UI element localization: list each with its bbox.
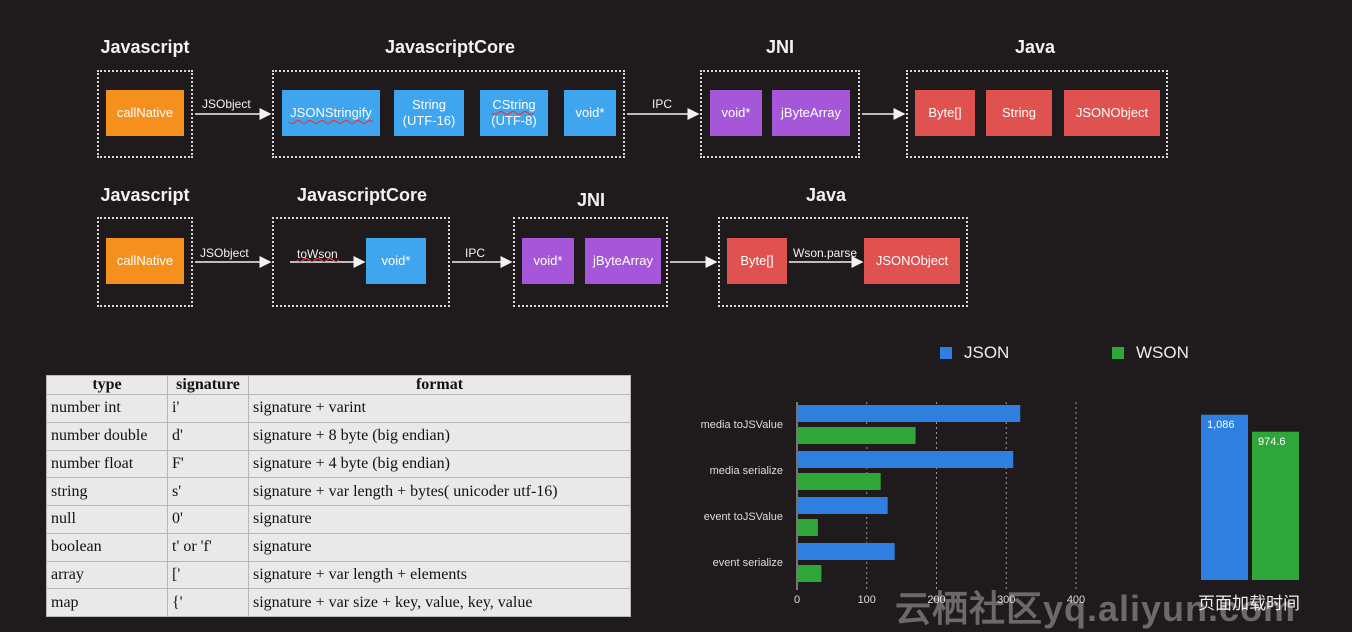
flow2-label-wsonparse: Wson.parse bbox=[793, 246, 858, 260]
table-cell-signature: {' bbox=[167, 588, 249, 617]
flow1-box-cstring-utf8: CString (UTF-8) bbox=[480, 90, 548, 136]
x-tick-label: 300 bbox=[997, 594, 1016, 606]
page-load-bar-json bbox=[1201, 414, 1248, 580]
page-load-bar-value: 1,086 bbox=[1207, 418, 1235, 431]
flow1-label-jsobject: JSObject bbox=[202, 97, 251, 111]
flow1-box-jni-voidptr: void* bbox=[710, 90, 762, 136]
flow2-underline-towson bbox=[296, 257, 340, 263]
flow1-box-string-utf16: String (UTF-16) bbox=[394, 90, 464, 136]
flow2-label-jsobject: JSObject bbox=[200, 246, 249, 260]
flow1-box-bytearray: Byte[] bbox=[915, 90, 975, 136]
flow1-box-jsonstringify: JSONStringify bbox=[282, 90, 380, 136]
table-row: array['signature + var length + elements bbox=[46, 560, 631, 590]
flow1-box-string: String bbox=[986, 90, 1052, 136]
flow1-box-jbytearray: jByteArray bbox=[772, 90, 850, 136]
table-cell-format: signature + 4 byte (big endian) bbox=[248, 449, 631, 479]
table-cell-type: number double bbox=[46, 421, 168, 451]
table-cell-format: signature + var length + elements bbox=[248, 560, 631, 590]
flow2-box-jbytearray: jByteArray bbox=[585, 238, 661, 284]
bar-wson bbox=[797, 473, 881, 490]
table-cell-format: signature bbox=[248, 532, 631, 562]
flow2-box-jsonobject: JSONObject bbox=[864, 238, 960, 284]
page-load-category-label: 页面加载时间 bbox=[1198, 594, 1300, 613]
category-label: event serialize bbox=[712, 557, 783, 569]
table-cell-signature: t' or 'f' bbox=[167, 532, 249, 562]
table-header-format: format bbox=[248, 375, 631, 395]
flow1-label-ipc: IPC bbox=[652, 97, 673, 111]
flow2-group-javascriptcore bbox=[272, 217, 450, 307]
flow1-box-callnative: callNative bbox=[106, 90, 184, 136]
page-load-bar-wson bbox=[1252, 431, 1299, 580]
table-cell-type: map bbox=[46, 588, 168, 617]
table-header-type: type bbox=[46, 375, 168, 395]
flow1-title-javascript: Javascript bbox=[100, 37, 190, 57]
flow1-box-voidptr: void* bbox=[564, 90, 616, 136]
category-label: event toJSValue bbox=[703, 511, 783, 523]
watermark: 云栖社区yq.aliyun.com bbox=[895, 588, 1297, 629]
table-cell-format: signature + var size + key, value, key, … bbox=[248, 588, 631, 617]
table-cell-type: boolean bbox=[46, 532, 168, 562]
legend-wson-swatch bbox=[1112, 347, 1124, 359]
flow1-group-jni bbox=[700, 70, 860, 158]
table-cell-signature: i' bbox=[167, 394, 249, 423]
bar-wson bbox=[797, 519, 818, 536]
legend-wson-label: WSON bbox=[1136, 343, 1189, 362]
bar-json bbox=[797, 405, 1021, 422]
bar-wson bbox=[797, 427, 916, 444]
table-header-row: type signature format bbox=[46, 375, 631, 395]
legend-json-label: JSON bbox=[964, 343, 1010, 362]
flow2-title-javascriptcore: JavascriptCore bbox=[296, 185, 428, 205]
flow2-group-javascript bbox=[97, 217, 193, 307]
flow2-group-java bbox=[718, 217, 968, 307]
flow2-title-javascript: Javascript bbox=[100, 185, 190, 205]
category-label: media toJSValue bbox=[700, 419, 783, 431]
flow1-group-javascriptcore bbox=[272, 70, 625, 158]
flow1-box-jsonobject: JSONObject bbox=[1064, 90, 1160, 136]
table-header-signature: signature bbox=[167, 375, 249, 395]
flow1-title-javascriptcore: JavascriptCore bbox=[384, 37, 516, 57]
flow2-group-jni bbox=[513, 217, 668, 307]
table-row: map{'signature + var size + key, value, … bbox=[46, 588, 631, 617]
legend-json-swatch bbox=[940, 347, 952, 359]
flow2-title-jni: JNI bbox=[576, 190, 605, 210]
flow1-underline-jsonstringify bbox=[288, 119, 374, 125]
table-cell-type: array bbox=[46, 560, 168, 590]
legend-json: JSON bbox=[940, 343, 1009, 363]
category-label: media serialize bbox=[709, 465, 783, 477]
flow1-group-javascript bbox=[97, 70, 193, 158]
x-tick-label: 0 bbox=[793, 594, 801, 606]
flow2-title-java: Java bbox=[805, 185, 847, 205]
flow2-box-bytearray: Byte[] bbox=[727, 238, 787, 284]
flow2-box-voidptr: void* bbox=[366, 238, 426, 284]
table-cell-format: signature + var length + bytes( unicoder… bbox=[248, 477, 631, 506]
page-load-bar-value: 974.6 bbox=[1258, 435, 1286, 448]
flow1-title-java: Java bbox=[1014, 37, 1056, 57]
flow1-title-jni: JNI bbox=[765, 37, 794, 57]
x-tick-label: 100 bbox=[857, 594, 876, 606]
bar-json bbox=[797, 497, 888, 514]
legend-wson: WSON bbox=[1112, 343, 1189, 363]
bar-json bbox=[797, 451, 1014, 468]
flow1-underline-cstring bbox=[491, 110, 535, 116]
bar-wson bbox=[797, 565, 822, 582]
flow1-group-java bbox=[906, 70, 1168, 158]
flow2-box-jni-voidptr: void* bbox=[522, 238, 574, 284]
flow2-box-callnative: callNative bbox=[106, 238, 184, 284]
flow2-label-ipc: IPC bbox=[465, 246, 486, 260]
x-tick-label: 400 bbox=[1066, 594, 1086, 606]
flow2-label-towson: toWson bbox=[297, 247, 338, 261]
table-cell-format: signature bbox=[248, 505, 631, 534]
table-cell-type: null bbox=[46, 505, 168, 534]
bar-json bbox=[797, 543, 895, 560]
x-tick-label: 200 bbox=[927, 594, 946, 606]
